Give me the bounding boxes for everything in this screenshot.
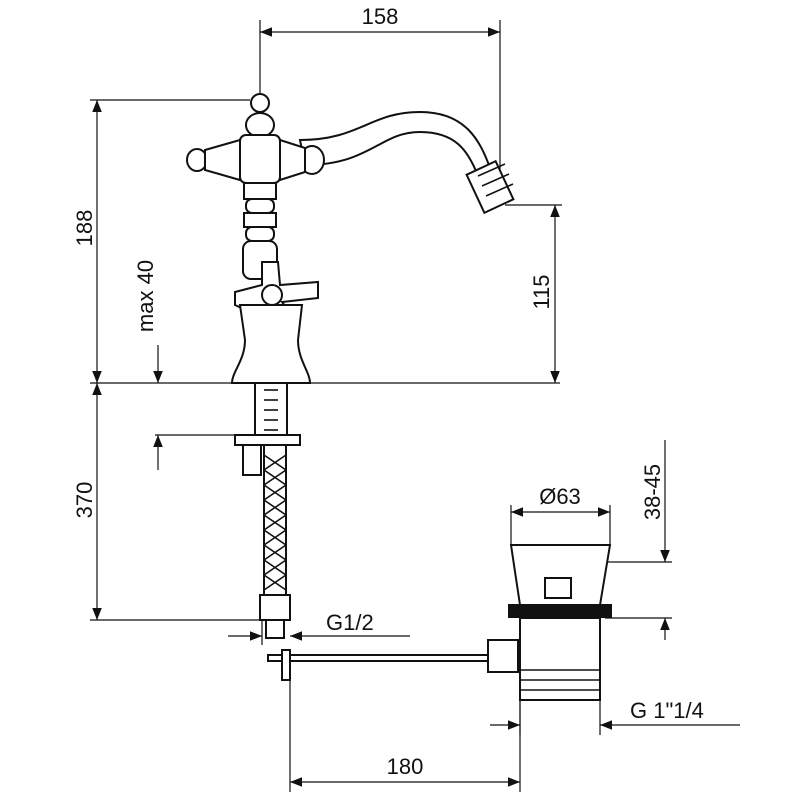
dimension-158: 158 <box>259 4 501 170</box>
dimension-label: 158 <box>362 4 399 29</box>
dimension-180: 180 <box>289 660 521 792</box>
shank-thread <box>264 389 278 431</box>
dimension-188: 188 <box>72 99 560 384</box>
dimension-diameter-63: Ø63 <box>510 484 611 545</box>
aerator <box>465 159 515 215</box>
dimension-label: 188 <box>72 210 97 247</box>
dimension-label: 38-45 <box>640 464 665 520</box>
dimension-label: 370 <box>72 482 97 519</box>
dimension-115: 115 <box>505 204 562 383</box>
dimension-370: 370 <box>72 383 262 621</box>
dimension-label: 115 <box>529 274 554 309</box>
dimension-label: Ø63 <box>539 484 581 509</box>
dimension-label: G1/2 <box>326 610 374 635</box>
dimension-label: G 1"1/4 <box>630 698 704 723</box>
dimension-g-1-1-4: G 1"1/4 <box>490 690 740 735</box>
dimension-g12: G1/2 <box>228 610 410 645</box>
faucet-illustration <box>186 93 519 681</box>
waste-flange <box>508 604 612 618</box>
dimension-label: 180 <box>387 754 424 779</box>
dimension-38-45: 38-45 <box>600 440 672 640</box>
dimension-max-40: max 40 <box>133 260 245 470</box>
dimension-label: max 40 <box>133 260 158 332</box>
waste-illustration <box>508 544 612 701</box>
